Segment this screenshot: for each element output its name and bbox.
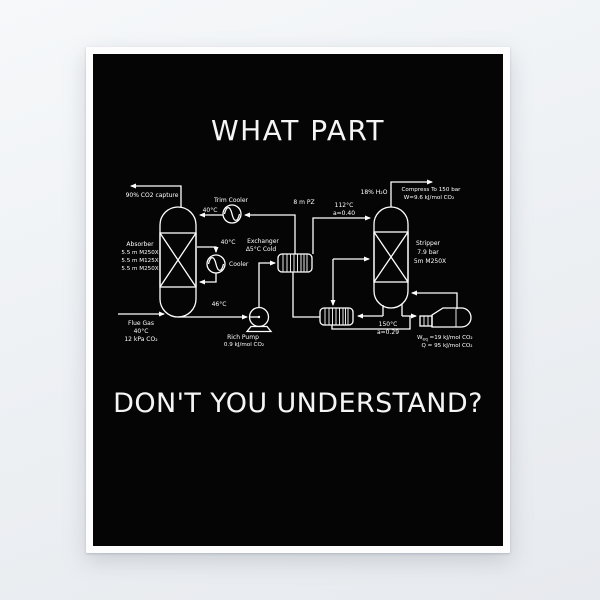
label-exchanger: Exchanger <box>247 238 279 245</box>
label-compress-work: W=9.6 kJ/mol CO₂ <box>404 195 454 201</box>
poster-print-area: WHAT PART <box>93 54 503 546</box>
stripper-feed-line <box>312 215 371 254</box>
warm-bypass-line <box>330 256 370 306</box>
label-heat-duty: Q = 95 kJ/mol CO₂ <box>421 343 472 349</box>
lean-return-line <box>199 212 296 254</box>
poster-title-bottom: DON'T YOU UNDERSTAND? <box>113 388 483 419</box>
label-flue-pressure: 12 kPa CO₂ <box>124 336 158 343</box>
label-stripper-name: Stripper <box>416 240 441 247</box>
absorber-packing <box>159 232 197 288</box>
label-capture: 90% CO2 capture <box>126 192 179 199</box>
label-absorber-name: Absorber <box>126 241 154 248</box>
stripper-packing <box>373 231 409 283</box>
label-intercooler: Cooler <box>229 261 249 268</box>
label-stripper-pressure: 7.9 bar <box>417 249 439 256</box>
pump-discharge-line <box>258 260 276 307</box>
label-stripper-packing: 5m M250X <box>414 258 446 265</box>
stripper-column <box>373 206 409 309</box>
rich-pump-icon <box>245 306 273 333</box>
reboiler-vapor-return-line <box>411 290 458 309</box>
label-bottoms-temp: 150°C <box>379 321 398 328</box>
label-trim-cooler: Trim Cooler <box>213 197 249 204</box>
intercooler-icon <box>206 254 226 274</box>
cross-exchanger-1-icon <box>277 253 313 273</box>
label-rich-pump-work: 0.9 kJ/mol CO₂ <box>224 342 264 348</box>
stripper-bottoms-lines <box>331 304 417 330</box>
label-trim-cooler-temp: 40°C <box>203 207 218 214</box>
label-intercooler-temp: 40°C <box>221 239 236 246</box>
label-weq-subscript: eq <box>423 337 429 342</box>
poster-paper: WHAT PART <box>86 47 510 553</box>
label-absorber-packing-1: 5.5 m M250X <box>121 250 158 256</box>
label-flue-temp: 40°C <box>134 328 149 335</box>
label-solvent: 8 m PZ <box>293 199 314 206</box>
label-compress: Compress To 150 bar <box>402 187 462 193</box>
reboiler-icon <box>419 307 472 328</box>
cross-exchanger-2-icon <box>319 307 354 326</box>
label-exchanger-approach: Δ5°C Cold <box>246 246 277 253</box>
co2-capture-line <box>130 183 182 207</box>
trim-cooler-icon <box>222 204 242 224</box>
label-absorber-packing-3: 5.5 m M250X <box>121 266 158 272</box>
label-absorber-packing-2: 5.5 m M125X <box>121 258 158 264</box>
label-flue-gas: Flue Gas <box>128 320 154 327</box>
exchanger-link-line <box>292 272 320 318</box>
absorber-column <box>159 206 197 318</box>
label-overhead-water: 18% H₂O <box>361 189 388 196</box>
label-rich-temp: 46°C <box>212 301 227 308</box>
label-feed-temp: 112°C <box>335 202 354 209</box>
intercooler-loop <box>197 246 219 285</box>
label-feed-loading: a=0.40 <box>333 210 355 217</box>
label-bottoms-loading: a=0.29 <box>377 329 399 336</box>
label-rich-pump: Rich Pump <box>227 334 259 341</box>
compressor-line <box>390 179 433 207</box>
poster-title-top: WHAT PART <box>211 114 385 147</box>
process-flow-diagram: 90% CO2 capture Absorber 5.5 m M250X 5.5… <box>118 179 473 349</box>
label-weq-value: =19 kJ/mol CO₂ <box>428 335 473 341</box>
label-equivalent-work: Weq =19 kJ/mol CO₂ <box>417 335 473 342</box>
label-weq-symbol: W <box>417 335 423 341</box>
